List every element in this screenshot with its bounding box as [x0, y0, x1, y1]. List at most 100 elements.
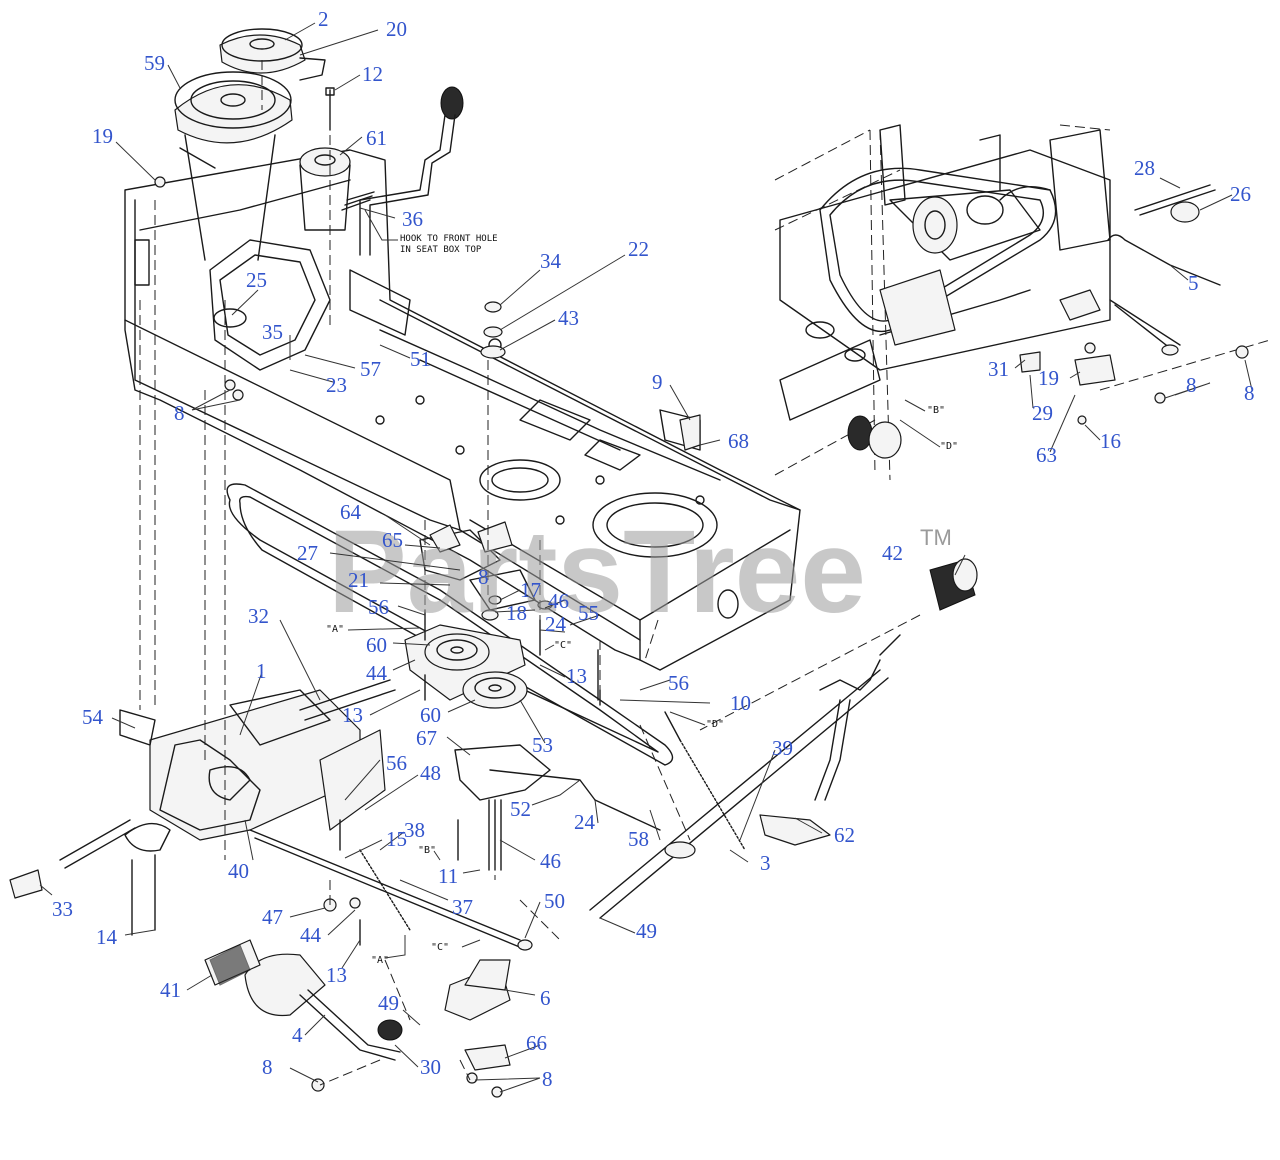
springs-drawing [359, 711, 746, 931]
callout-68: 68 [728, 429, 749, 453]
callout-46: 46 [548, 589, 569, 613]
callout-50: 50 [544, 889, 565, 913]
callout-1: 1 [256, 659, 267, 683]
callout-60: 60 [366, 633, 387, 657]
callout-37: 37 [452, 895, 473, 919]
callout-17: 17 [520, 578, 541, 602]
callout-12: 12 [362, 62, 383, 86]
ref-label-c: "C" [554, 640, 572, 651]
ref-label-a: "A" [326, 624, 344, 635]
callout-60: 60 [420, 703, 441, 727]
callout-49: 49 [636, 919, 657, 943]
callout-48: 48 [420, 761, 441, 785]
callout-3: 3 [760, 851, 771, 875]
callout-25: 25 [246, 268, 267, 292]
callout-18: 18 [506, 601, 527, 625]
callout-14: 14 [96, 925, 118, 949]
callout-13: 13 [342, 703, 363, 727]
callout-46: 46 [540, 849, 561, 873]
callout-8: 8 [174, 401, 185, 425]
callout-38: 38 [404, 818, 425, 842]
callout-59: 59 [144, 51, 165, 75]
callout-52: 52 [510, 797, 531, 821]
callout-5: 5 [1188, 271, 1199, 295]
hook-note: HOOK TO FRONT HOLE IN SEAT BOX TOP [364, 209, 498, 255]
callout-4: 4 [292, 1023, 303, 1047]
callout-29: 29 [1032, 401, 1053, 425]
callout-22: 22 [628, 237, 649, 261]
main-frame-drawing [124, 149, 801, 671]
callout-2: 2 [318, 7, 329, 31]
hook-note-line-2: IN SEAT BOX TOP [400, 245, 482, 255]
callout-61: 61 [366, 126, 387, 150]
ref-label-c: "C" [431, 942, 449, 953]
callout-19: 19 [92, 124, 113, 148]
callout-27: 27 [297, 541, 318, 565]
callout-11: 11 [438, 864, 458, 888]
callout-33: 33 [52, 897, 73, 921]
callout-20: 20 [386, 17, 407, 41]
watermark-trademark: TM [920, 525, 952, 550]
callout-23: 23 [326, 373, 347, 397]
callout-44: 44 [300, 923, 322, 947]
callout-24: 24 [574, 810, 596, 834]
callout-28: 28 [1134, 156, 1155, 180]
rock-shaft-drawing [204, 634, 901, 1092]
callout-66: 66 [526, 1031, 547, 1055]
fasteners-drawing [154, 176, 701, 1098]
callout-40: 40 [228, 859, 249, 883]
watermark: PartsTree TM [328, 506, 952, 638]
callout-39: 39 [772, 736, 793, 760]
free-parts-drawing [209, 558, 978, 986]
callout-49: 49 [378, 991, 399, 1015]
callout-30: 30 [420, 1055, 441, 1079]
ref-label-b: "B" [418, 845, 436, 856]
callout-13: 13 [566, 664, 587, 688]
brackets-drawing [249, 529, 661, 951]
inset-view-drawing [774, 124, 1271, 481]
ref-label-d: "D" [706, 719, 724, 730]
callout-56: 56 [368, 595, 389, 619]
shift-lever-drawing [341, 86, 464, 256]
callout-numbers: 2 20 59 12 19 61 36 25 35 57 51 23 8 34 … [52, 7, 1255, 1091]
callout-54: 54 [82, 705, 104, 729]
callout-62: 62 [834, 823, 855, 847]
transaxle-drawing [9, 679, 396, 936]
callout-13: 13 [326, 963, 347, 987]
callout-51: 51 [410, 347, 431, 371]
callout-16: 16 [1100, 429, 1121, 453]
callout-55: 55 [578, 601, 599, 625]
drive-belt-drawing [226, 483, 674, 766]
callout-19: 19 [1038, 366, 1059, 390]
callout-35: 35 [262, 320, 283, 344]
hidden-lines [139, 60, 921, 1086]
callout-36: 36 [402, 207, 423, 231]
callout-67: 67 [416, 726, 437, 750]
callout-53: 53 [532, 733, 553, 757]
upper-pulleys-drawing [174, 28, 351, 261]
ref-label-b: "B" [927, 405, 945, 416]
callout-65: 65 [382, 528, 403, 552]
hook-note-line-1: HOOK TO FRONT HOLE [400, 234, 498, 244]
callout-31: 31 [988, 357, 1009, 381]
callout-44: 44 [366, 661, 388, 685]
callout-10: 10 [730, 691, 751, 715]
callout-42: 42 [882, 541, 903, 565]
reference-labels: "A" "A" "B" "B" "C" "C" "D" "D" [326, 399, 958, 966]
callout-8: 8 [478, 565, 489, 589]
callout-9: 9 [652, 370, 663, 394]
idler-pulleys-drawing [404, 624, 551, 871]
callout-58: 58 [628, 827, 649, 851]
callout-8: 8 [262, 1055, 273, 1079]
callout-56: 56 [386, 751, 407, 775]
callout-32: 32 [248, 604, 269, 628]
callout-43: 43 [558, 306, 579, 330]
callout-34: 34 [540, 249, 562, 273]
callout-57: 57 [360, 357, 381, 381]
callout-41: 41 [160, 978, 181, 1002]
callout-8: 8 [1186, 373, 1197, 397]
callout-56: 56 [668, 671, 689, 695]
callout-63: 63 [1036, 443, 1057, 467]
